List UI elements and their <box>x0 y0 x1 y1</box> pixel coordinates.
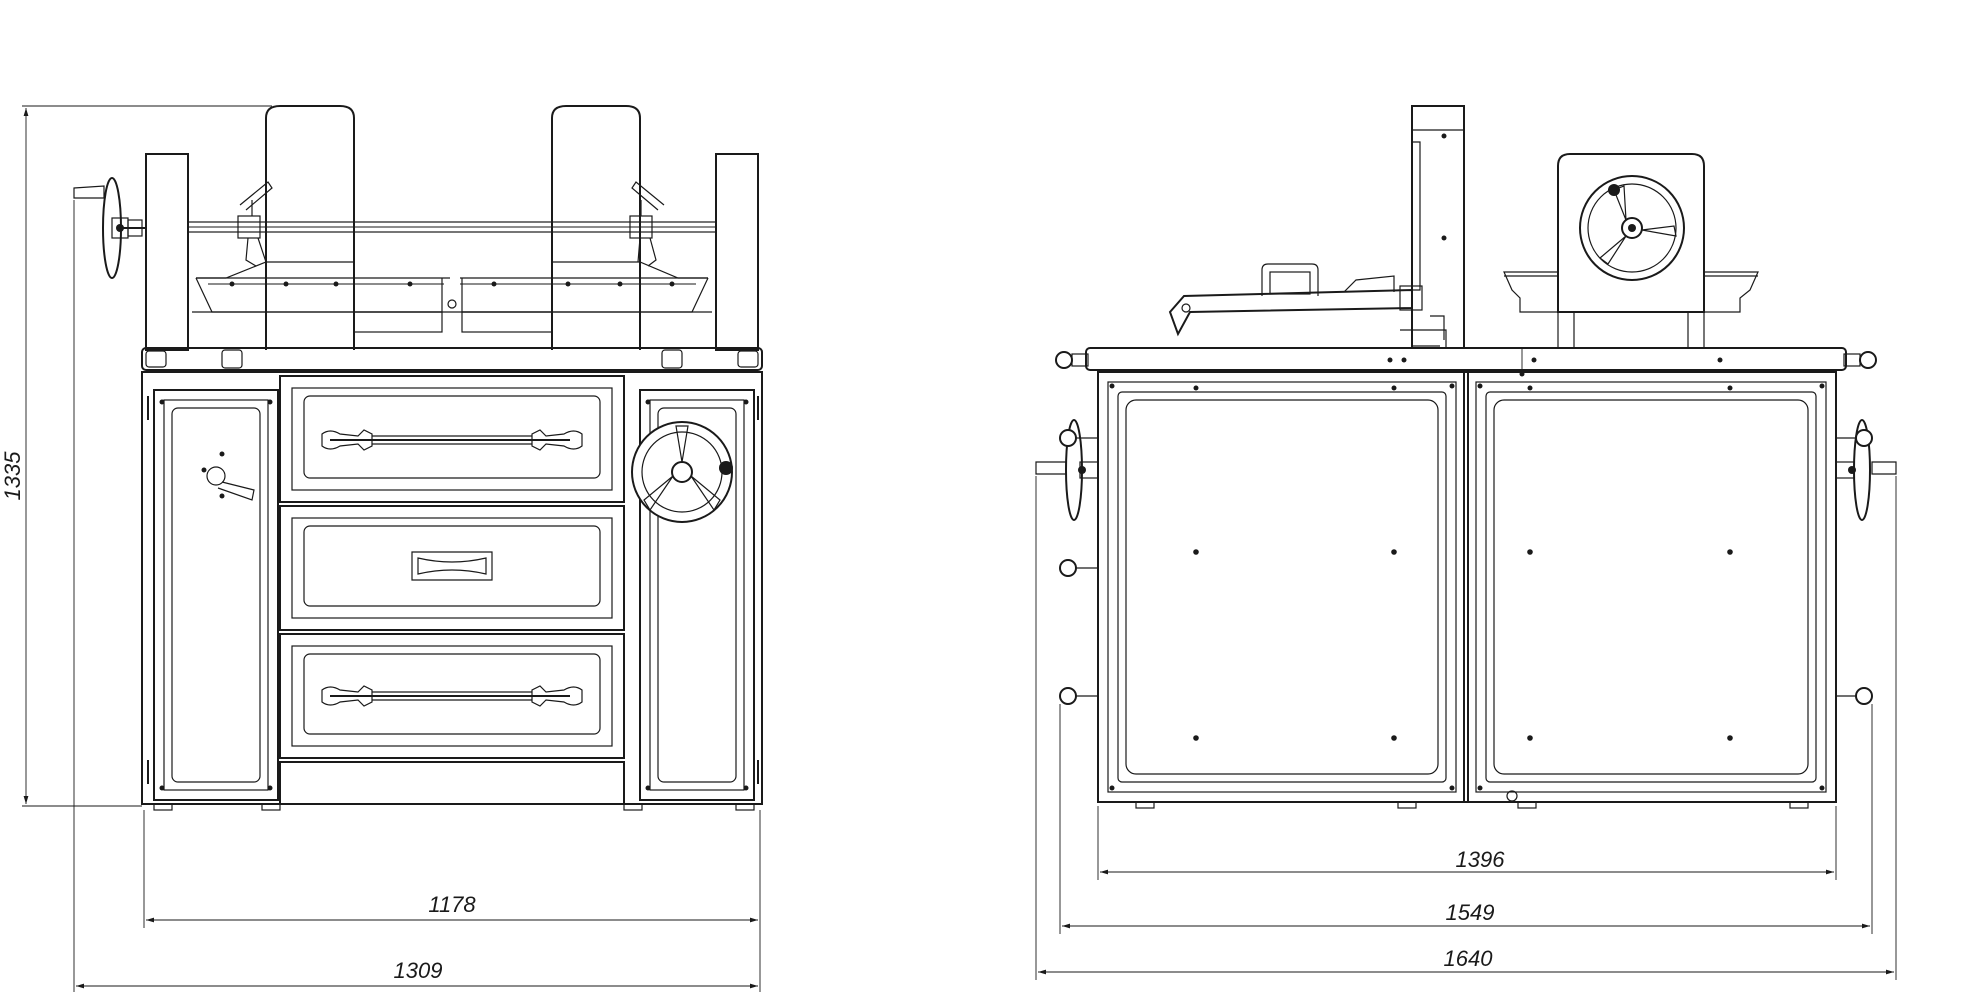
drawer-bottom <box>279 633 625 759</box>
dim-label-front-height: 1335 <box>0 451 25 501</box>
side-tabletop <box>1055 347 1877 377</box>
drawer-top <box>279 375 625 503</box>
dim-side-1396 <box>1097 806 1837 880</box>
post-right <box>715 153 759 351</box>
dim-front-1309 <box>73 200 758 992</box>
side-view: 1396 1549 1640 <box>1035 105 1897 980</box>
rod-clamp-right <box>629 181 665 267</box>
side-panel-right <box>1475 381 1827 793</box>
side-handwheel-left <box>1035 419 1099 521</box>
drawer-middle <box>279 505 625 631</box>
right-door <box>639 389 759 801</box>
handwheel-side <box>1579 175 1685 281</box>
dim-label-front-1178: 1178 <box>428 892 476 917</box>
dim-label-side-1549: 1549 <box>1446 900 1495 925</box>
handwheel-front <box>631 421 733 523</box>
front-rail <box>141 347 763 371</box>
back-panel-right <box>551 105 641 350</box>
wheel-housing <box>1503 153 1759 348</box>
dim-side-1640 <box>1035 476 1897 980</box>
tray <box>192 261 712 333</box>
dim-label-side-1640: 1640 <box>1444 946 1494 971</box>
dim-label-side-1396: 1396 <box>1456 847 1506 872</box>
clamp-arm <box>1168 263 1447 348</box>
dim-front-height <box>22 105 272 807</box>
rod-clamp-left <box>237 181 273 267</box>
vertical-fence <box>1411 105 1465 349</box>
post-left <box>145 153 189 351</box>
left-door <box>147 389 279 801</box>
side-knob-low-right <box>1836 687 1873 705</box>
side-panel-left <box>1107 381 1457 793</box>
dim-label-front-1309: 1309 <box>394 958 443 983</box>
side-knob-mid-left <box>1059 559 1098 577</box>
side-handwheel-right <box>1835 419 1897 521</box>
dim-side-1549 <box>1059 704 1873 934</box>
handwheel-left-top <box>73 177 129 279</box>
side-knob-low-left <box>1059 687 1098 705</box>
front-view: 1335 1178 1309 <box>0 105 763 992</box>
plinth-panel <box>279 761 625 805</box>
back-panel-left <box>265 105 355 350</box>
dim-front-1178 <box>143 810 761 992</box>
top-rod <box>120 219 717 237</box>
